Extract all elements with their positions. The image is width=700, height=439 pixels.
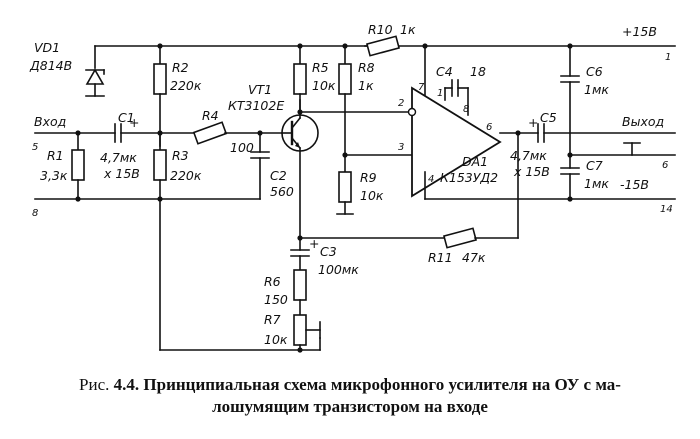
c4-label: C4 [436,64,453,79]
r10-label: R10 [368,22,393,37]
r11-value: 47к [462,250,486,265]
opamp-pin-6: 6 [486,122,492,133]
vt1-type: КТ3102Е [228,98,284,113]
output-label: Выход [622,114,664,129]
r3-value: 220к [170,168,202,183]
caption-prefix: Рис. [79,375,114,394]
resistor-r10 [365,35,401,57]
r4-value: 100 [230,140,254,155]
c5-label: C5 [540,110,557,125]
input-label: Вход [34,114,66,129]
opamp-pin-3: 3 [398,142,404,153]
c7-value: 1мк [584,176,609,191]
pin-14-label: 14 [660,204,673,215]
c6-value: 1мк [584,82,609,97]
c1-voltage: х 15В [103,166,140,181]
r10-value: 1к [400,22,416,37]
resistor-r9 [338,171,352,203]
resistor-r1 [71,149,85,181]
vd1-label: VD1 [34,40,60,55]
opamp-pin-2: 2 [398,98,404,109]
opamp-pin-8: 8 [463,104,469,115]
c3-value: 100мк [318,262,359,277]
opamp-pin-1: 1 [437,88,443,99]
c4-value: 18 [470,64,486,79]
r7-label: R7 [264,312,281,327]
r2-value: 220к [170,78,202,93]
r8-value: 1к [358,78,374,93]
pin-1-label: 1 [665,52,671,63]
op-amp-da1 [411,86,502,198]
opamp-pin-7: 7 [418,82,425,93]
circuit-diagram: +15В 1 VD1 Д814В R2 220к Вход 5 C1 + 4,7… [29,22,676,353]
pin-8-label: 8 [32,208,38,219]
caption-line-1: Принципиальная схема микрофонного усилит… [139,375,621,394]
r6-label: R6 [264,274,281,289]
c1-plus: + [129,115,139,130]
figure-caption: Рис. 4.4. Принципиальная схема микрофонн… [0,374,700,418]
r9-value: 10к [360,188,384,203]
c3-label: C3 [320,244,337,259]
r3-label: R3 [172,148,189,163]
c2-value: 560 [270,184,294,199]
inverting-input-marker [407,107,417,117]
c5-voltage: х 15В [513,164,550,179]
resistor-r5 [293,63,307,95]
resistor-r4 [192,121,228,145]
c5-value: 4,7мк [510,148,547,163]
opamp-pin-4: 4 [428,174,434,185]
r1-label: R1 [47,148,64,163]
pin-5-label: 5 [32,142,38,153]
r9-label: R9 [360,170,377,185]
r4-label: R4 [202,108,219,123]
c3-plus: + [309,236,319,251]
caption-line-2: лошумящим транзистором на входе [212,397,488,416]
pin-6-label: 6 [662,160,668,171]
c2-label: C2 [270,168,287,183]
vd1-type: Д814В [29,58,72,73]
resistor-r3 [153,149,167,181]
r1-value: 3,3к [40,168,68,183]
resistor-r2 [153,63,167,95]
da1-type: К153УД2 [440,170,498,185]
supply-negative-label: -15В [620,177,649,192]
c1-label: C1 [118,110,135,125]
r7-value: 10к [264,332,288,347]
zener-diode-vd1 [85,68,105,85]
resistor-r7 [293,314,307,346]
r8-label: R8 [358,60,375,75]
r2-label: R2 [172,60,189,75]
caption-number: 4.4. [113,375,140,394]
r6-value: 150 [264,292,288,307]
c6-label: C6 [586,64,603,79]
resistor-r11 [442,227,478,249]
r5-label: R5 [312,60,329,75]
da1-label: DA1 [462,154,488,169]
resistor-r8 [338,63,352,95]
c5-plus: + [528,115,538,130]
c7-label: C7 [586,158,603,173]
r5-value: 10к [312,78,336,93]
r11-label: R11 [428,250,453,265]
c1-value: 4,7мк [100,150,137,165]
vt1-label: VT1 [248,82,272,97]
supply-positive-label: +15В [622,24,657,39]
resistor-r6 [293,269,307,301]
